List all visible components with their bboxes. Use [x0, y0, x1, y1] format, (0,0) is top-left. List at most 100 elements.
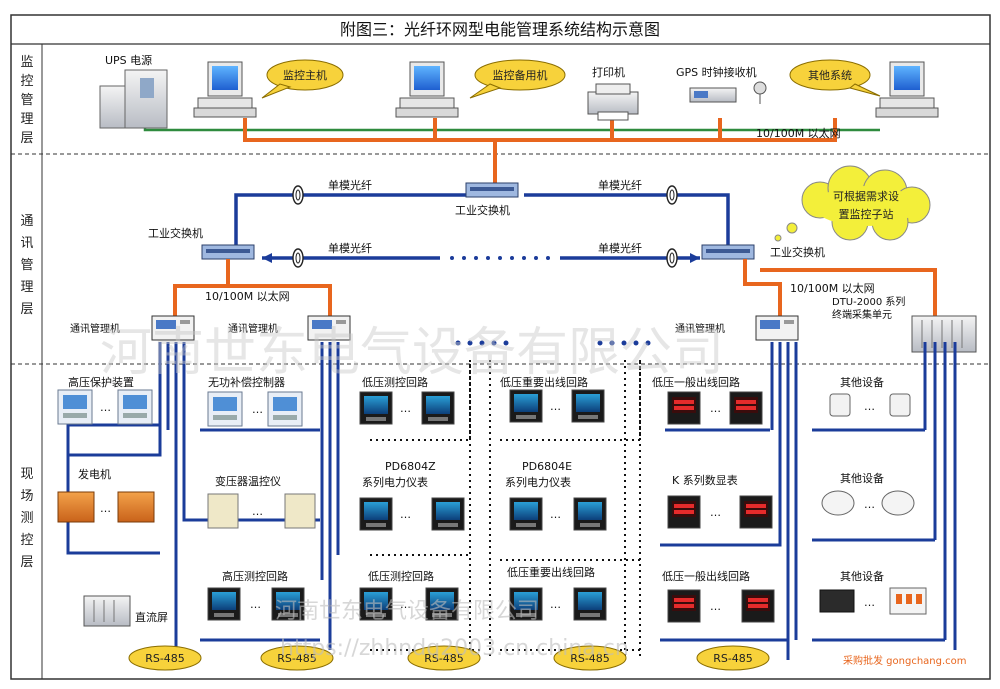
k-series-meter-icon	[667, 495, 701, 529]
label-hv-measure: 高压测控回路	[222, 569, 288, 583]
ellipsis: …	[864, 400, 875, 413]
fiber-reel-icon	[292, 248, 304, 268]
svg-text:层: 层	[20, 555, 33, 570]
svg-text:监: 监	[20, 55, 33, 70]
monitor-ethernet-label: 10/100M 以太网	[756, 127, 841, 140]
ellipsis: …	[400, 598, 411, 611]
label-k-series: K 系列数显表	[672, 473, 738, 487]
svg-text:监控备用机: 监控备用机	[493, 68, 548, 82]
watermark-url: https://zhhndq2003.cn.china.cn	[280, 636, 629, 661]
right-switch-icon	[701, 244, 755, 260]
rs485-bubble: RS-485	[407, 645, 481, 671]
fiber-dots	[450, 256, 550, 260]
ellipsis: …	[400, 508, 411, 521]
hv-protection-device-icon	[57, 389, 93, 425]
label-generator: 发电机	[78, 467, 111, 481]
printer-label: 打印机	[592, 65, 625, 79]
svg-text:讯: 讯	[20, 236, 33, 251]
lv-important-meter-icon	[509, 389, 543, 423]
ellipsis: …	[550, 598, 561, 611]
svg-text:RS-485: RS-485	[145, 652, 185, 665]
ellipsis: …	[710, 506, 721, 519]
ellipsis: …	[252, 403, 263, 416]
ellipsis: …	[550, 400, 561, 413]
label-other-device-3: 其他设备	[840, 569, 884, 583]
ellipsis: …	[550, 508, 561, 521]
ellipsis: …	[252, 505, 263, 518]
label-lv-measure: 低压测控回路	[362, 375, 428, 389]
ellipsis: …	[400, 402, 411, 415]
right-switch-label: 工业交换机	[770, 245, 825, 259]
ellipsis: …	[864, 596, 875, 609]
rs485-bubble: RS-485	[128, 645, 202, 671]
dtu-label: 终端采集单元	[832, 308, 892, 321]
lv-general-meter-icon	[729, 391, 763, 425]
ellipsis: …	[250, 598, 261, 611]
comm-ethernet-left: 10/100M 以太网	[205, 290, 290, 303]
fiber-label: 单模光纤	[328, 241, 372, 255]
label-lv-important-2: 低压重要出线回路	[507, 565, 595, 579]
gps-label: GPS 时钟接收机	[676, 65, 757, 79]
fiber-reel-icon	[666, 185, 678, 205]
svg-text:控: 控	[20, 533, 33, 548]
lv-measure-meter-icon	[421, 391, 455, 425]
svg-text:RS-485: RS-485	[424, 652, 464, 665]
lv-general-meter-icon	[667, 391, 701, 425]
gps-icon	[689, 81, 767, 104]
ellipsis: …	[710, 402, 721, 415]
label-lv-general-2: 低压一般出线回路	[662, 569, 750, 583]
svg-text:理: 理	[20, 280, 33, 295]
svg-text:层: 层	[20, 302, 33, 317]
fiber-label: 单模光纤	[598, 241, 642, 255]
var-compensator-icon	[207, 391, 243, 427]
watermark-corner: 采购批发 gongchang.com	[843, 654, 967, 667]
substation-cloud: 可根据需求设 置监控子站	[774, 165, 931, 242]
dtu-label: DTU-2000 系列	[832, 295, 905, 308]
hv-measure-meter-icon	[207, 587, 241, 621]
transformer-temp-icon	[207, 493, 239, 529]
generator-icon	[57, 491, 155, 523]
watermark-secondary: 河南世东电气设备有限公司	[275, 599, 539, 624]
pd6804z-meter-icon	[431, 497, 465, 531]
pd6804e-meter-icon	[573, 497, 607, 531]
printer-icon	[587, 83, 639, 121]
transformer-temp-icon	[284, 493, 316, 529]
svg-text:监控主机: 监控主机	[283, 68, 327, 82]
smoke-detector-icon	[821, 490, 915, 516]
label-transformer-temp: 变压器温控仪	[215, 474, 281, 488]
pd6804e-meter-icon	[509, 497, 543, 531]
label-pd6804z: PD6804Z	[385, 460, 436, 473]
comm-manager-label: 通讯管理机	[228, 322, 278, 335]
backup-bubble: 监控备用机	[469, 59, 566, 99]
rs485-bubble: RS-485	[696, 645, 770, 671]
svg-text:可根据需求设: 可根据需求设	[833, 189, 899, 203]
svg-text:场: 场	[20, 489, 33, 504]
ellipsis: …	[100, 502, 111, 515]
fiber-label: 单模光纤	[598, 178, 642, 192]
top-switch-label: 工业交换机	[455, 203, 510, 217]
svg-text:通: 通	[20, 214, 33, 229]
top-switch-icon	[465, 182, 519, 198]
left-switch-icon	[201, 244, 255, 260]
label-other-device: 其他设备	[840, 375, 884, 389]
svg-text:RS-485: RS-485	[713, 652, 753, 665]
ellipsis: …	[100, 401, 111, 414]
comm-manager-label: 通讯管理机	[70, 322, 120, 335]
label-lv-general: 低压一般出线回路	[652, 375, 740, 389]
ellipsis: …	[710, 600, 721, 613]
svg-text:其他系统: 其他系统	[808, 69, 852, 82]
lv-important-meter-icon	[571, 389, 605, 423]
lv-general-meter-icon	[667, 589, 701, 623]
hv-protection-device-icon	[117, 389, 153, 425]
diagram-title: 附图三：光纤环网型电能管理系统结构示意图	[340, 20, 660, 39]
fiber-label: 单模光纤	[328, 178, 372, 192]
svg-text:RS-485: RS-485	[570, 652, 610, 665]
left-switch-label: 工业交换机	[148, 226, 203, 240]
label-pd6804e-series: 系列电力仪表	[505, 475, 571, 489]
ups-label: UPS 电源	[105, 53, 152, 67]
svg-text:测: 测	[20, 511, 33, 526]
watermark-main: 河南世东电气设备有限公司	[100, 323, 724, 383]
other-system-bubble: 其他系统	[789, 59, 881, 97]
svg-text:控: 控	[20, 74, 33, 89]
